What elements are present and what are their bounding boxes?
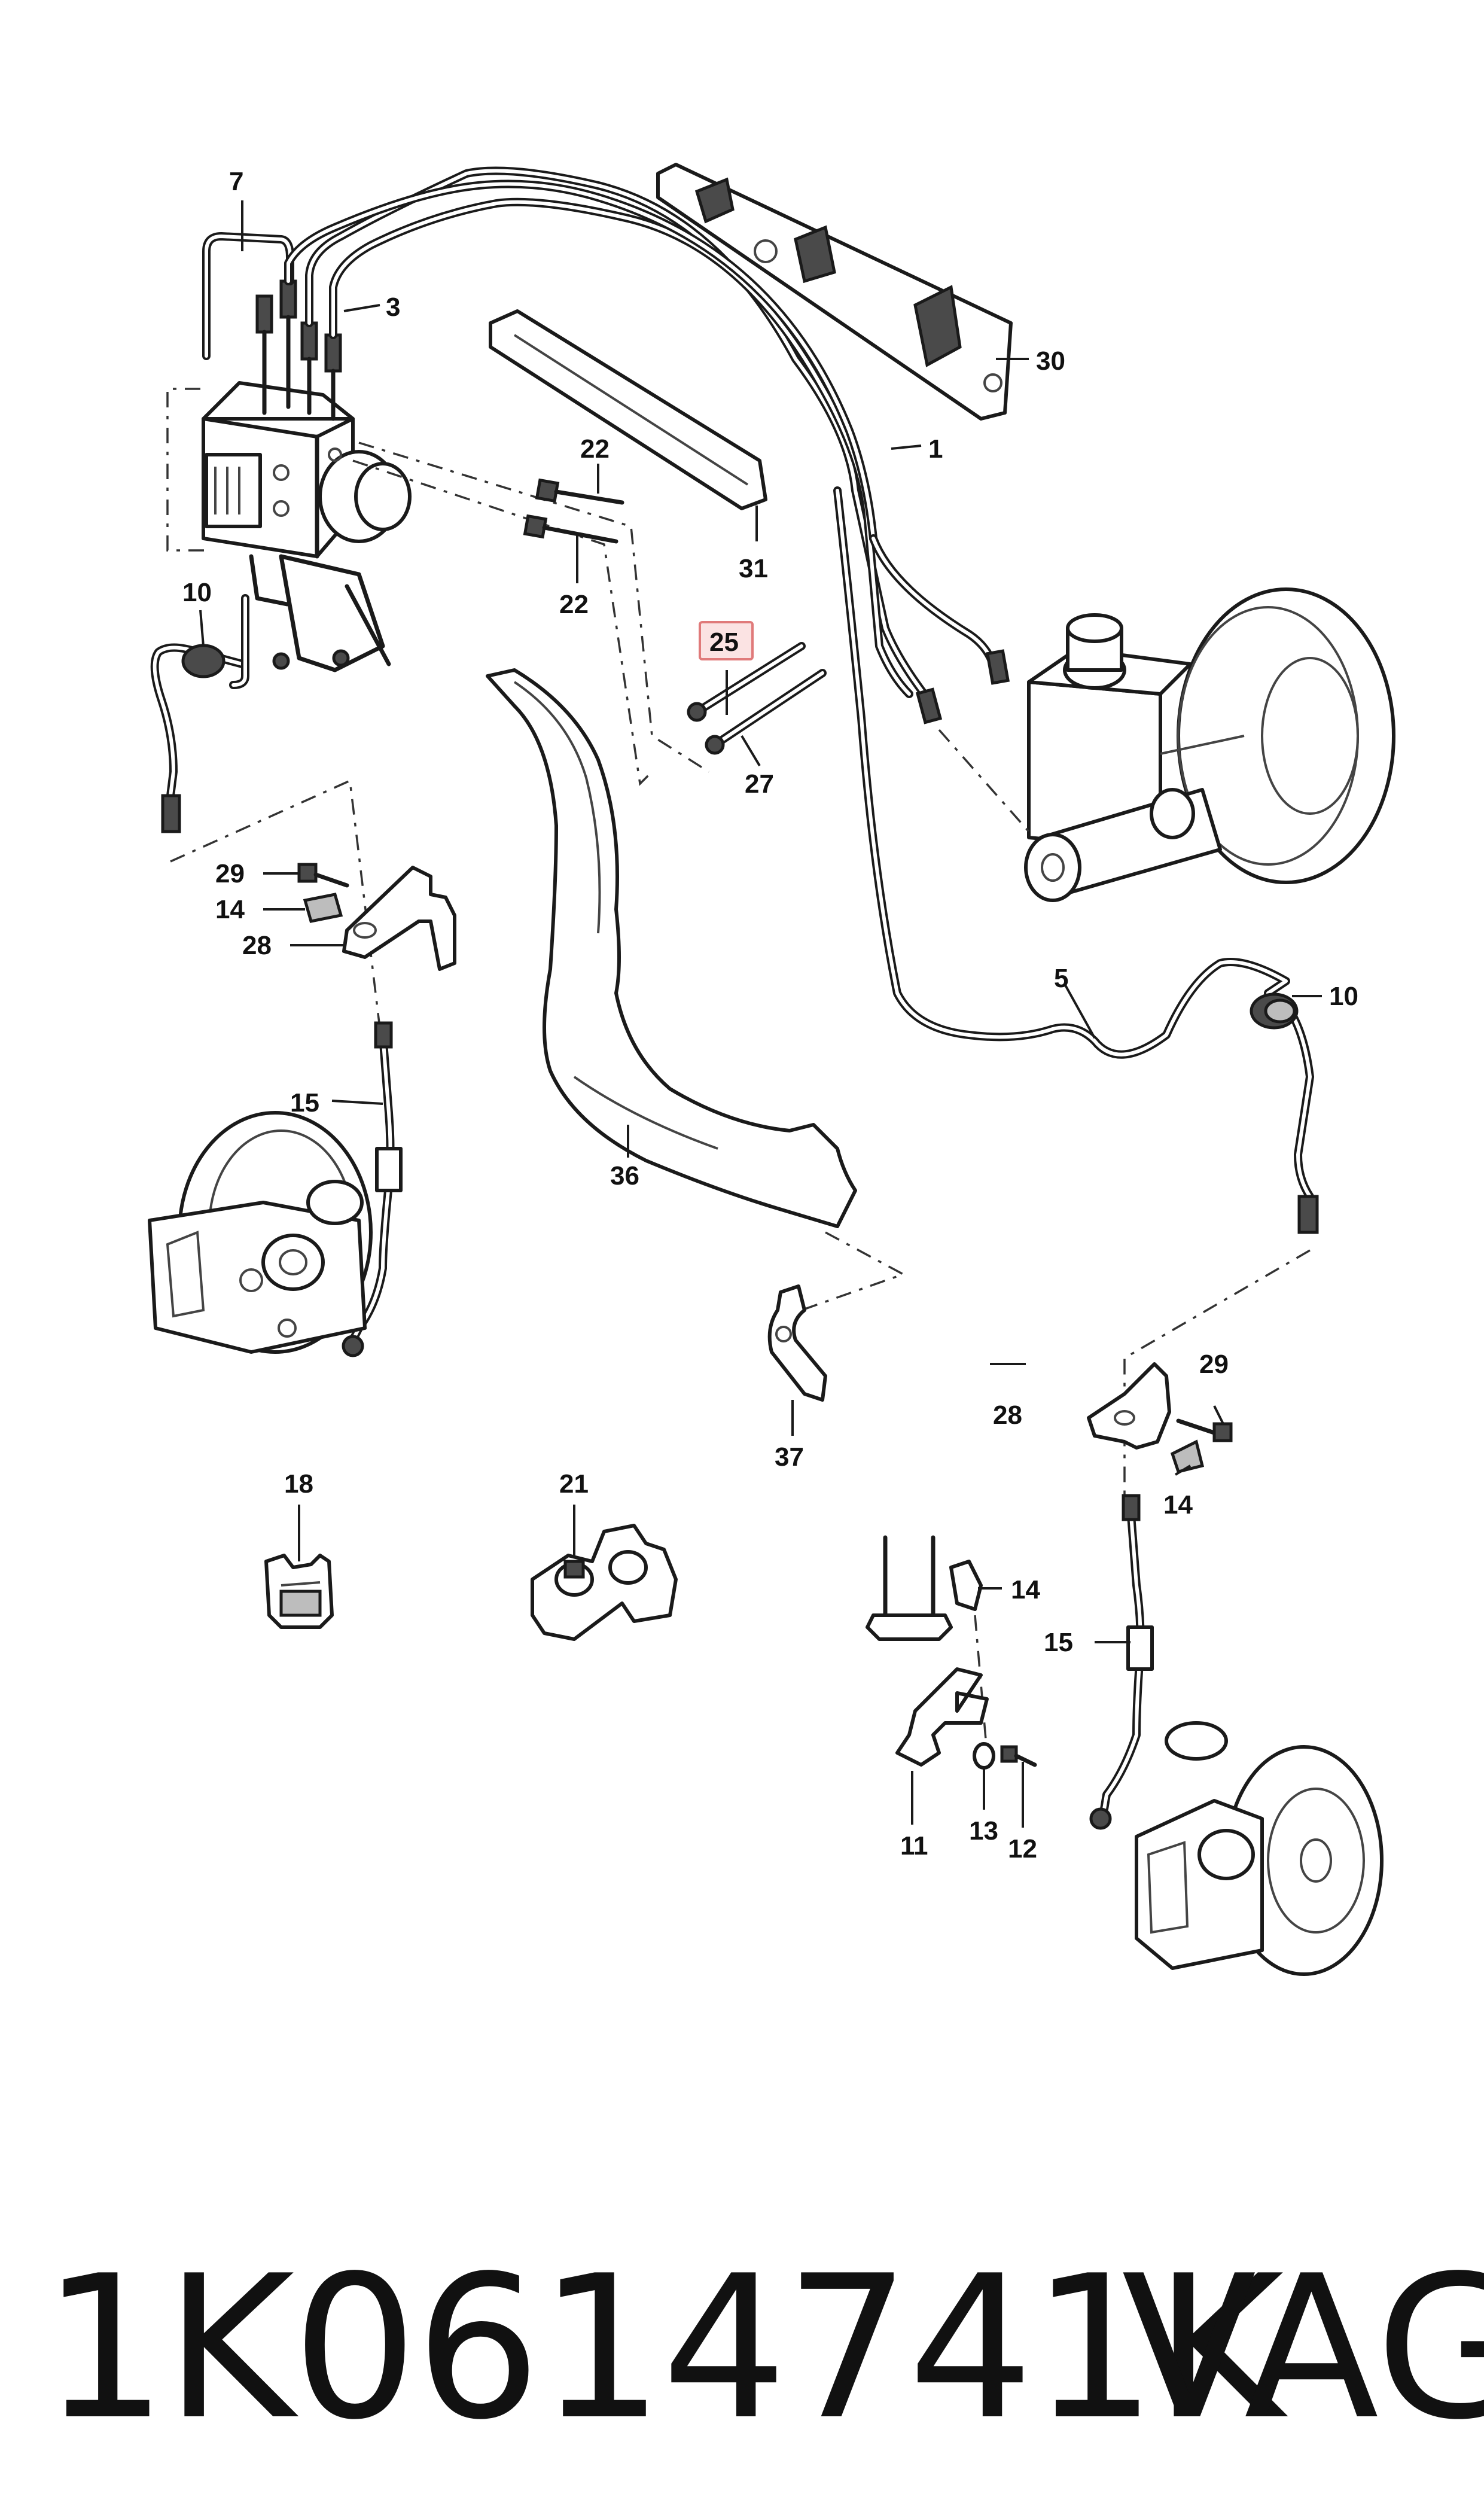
brake-pipe-22-pair: [687, 642, 827, 755]
bolt-18: [535, 478, 624, 505]
callout-7: 7: [229, 167, 243, 196]
brake-hose-15-left: [342, 1021, 403, 1357]
callout-11: 11: [900, 1831, 928, 1861]
washer-13: [973, 1742, 995, 1770]
callout-10-left: 10: [182, 578, 212, 607]
clip-14-strut: [949, 1560, 983, 1611]
bolt-12: [1000, 1745, 1037, 1767]
brake-hose-15-right: [1089, 1494, 1154, 1830]
brake-pipe-7: [202, 232, 294, 360]
callout-37: 37: [775, 1442, 804, 1472]
bracket-25: [264, 1554, 334, 1629]
bracket-37: [767, 1284, 827, 1402]
callout-12: 12: [1008, 1834, 1037, 1864]
callout-27: 21: [559, 1469, 589, 1499]
callout-29-left: 29: [215, 859, 245, 888]
callout-30: 30: [1036, 346, 1065, 376]
callout-numbers: 7 3 1 30 22 31 22 25 27 10 5 10 29 14 28…: [182, 167, 1358, 1864]
clamp-27: [531, 1524, 678, 1641]
clip-14-left: [303, 893, 343, 923]
brake-line-exploded-diagram: 7 3 1 30 22 31 22 25 27 10 5 10 29 14 28…: [148, 163, 1395, 1976]
callout-15-left: 15: [290, 1088, 319, 1118]
abs-pipe-fittings: [255, 279, 342, 421]
heat-shield-36: [486, 668, 857, 1228]
pipe-cover-31: [489, 309, 767, 510]
bolt-21: [523, 514, 618, 544]
highlight-box-22: [699, 621, 754, 660]
callout-1: 1: [928, 434, 943, 464]
callout-14-left: 14: [215, 895, 245, 924]
brake-caliper-right: [1135, 1721, 1384, 1976]
callout-36: 36: [610, 1161, 639, 1191]
bracket-11: [895, 1667, 989, 1767]
abs-hydraulic-unit: [202, 381, 412, 672]
brake-caliper-left: [148, 1111, 373, 1354]
callout-31: 31: [739, 554, 768, 583]
callout-22: 27: [745, 769, 774, 799]
callout-21: 22: [559, 590, 589, 619]
brake-pipe-bundle: [284, 166, 997, 698]
callout-14-strut: 14: [1011, 1575, 1040, 1604]
assembly-dashed-lines: [166, 388, 1311, 1753]
suspension-strut: [866, 1535, 953, 1641]
bracket-28-left: [342, 866, 456, 971]
pipe-cover-30: [656, 163, 1013, 421]
clip-14-right: [1170, 1439, 1205, 1473]
callout-5: 5: [1054, 964, 1068, 993]
part-number: 1K0614741K: [42, 2233, 1284, 2463]
grommet-10-right: [1250, 992, 1299, 1030]
bracket-28-right: [1087, 1362, 1171, 1450]
callout-28-left: 28: [242, 931, 272, 960]
callout-13: 13: [969, 1816, 998, 1846]
leader-lines: [199, 200, 1322, 1828]
callout-3: 3: [386, 293, 400, 322]
callout-25: 18: [284, 1469, 313, 1499]
callout-15-right: 15: [1044, 1628, 1073, 1657]
brand-name: VAG: [1122, 2233, 1484, 2463]
callout-28-right: 28: [993, 1400, 1022, 1430]
callout-22-highlighted: 25: [709, 628, 739, 657]
bolt-29-left: [297, 863, 349, 888]
callout-18: 22: [580, 434, 610, 464]
master-cylinder-and-servo: [915, 587, 1395, 902]
callout-29-right: 29: [1199, 1350, 1229, 1379]
brake-pipe-10-left: [150, 594, 249, 833]
callout-14-right: 14: [1163, 1490, 1193, 1520]
callout-10-right: 10: [1329, 982, 1358, 1011]
